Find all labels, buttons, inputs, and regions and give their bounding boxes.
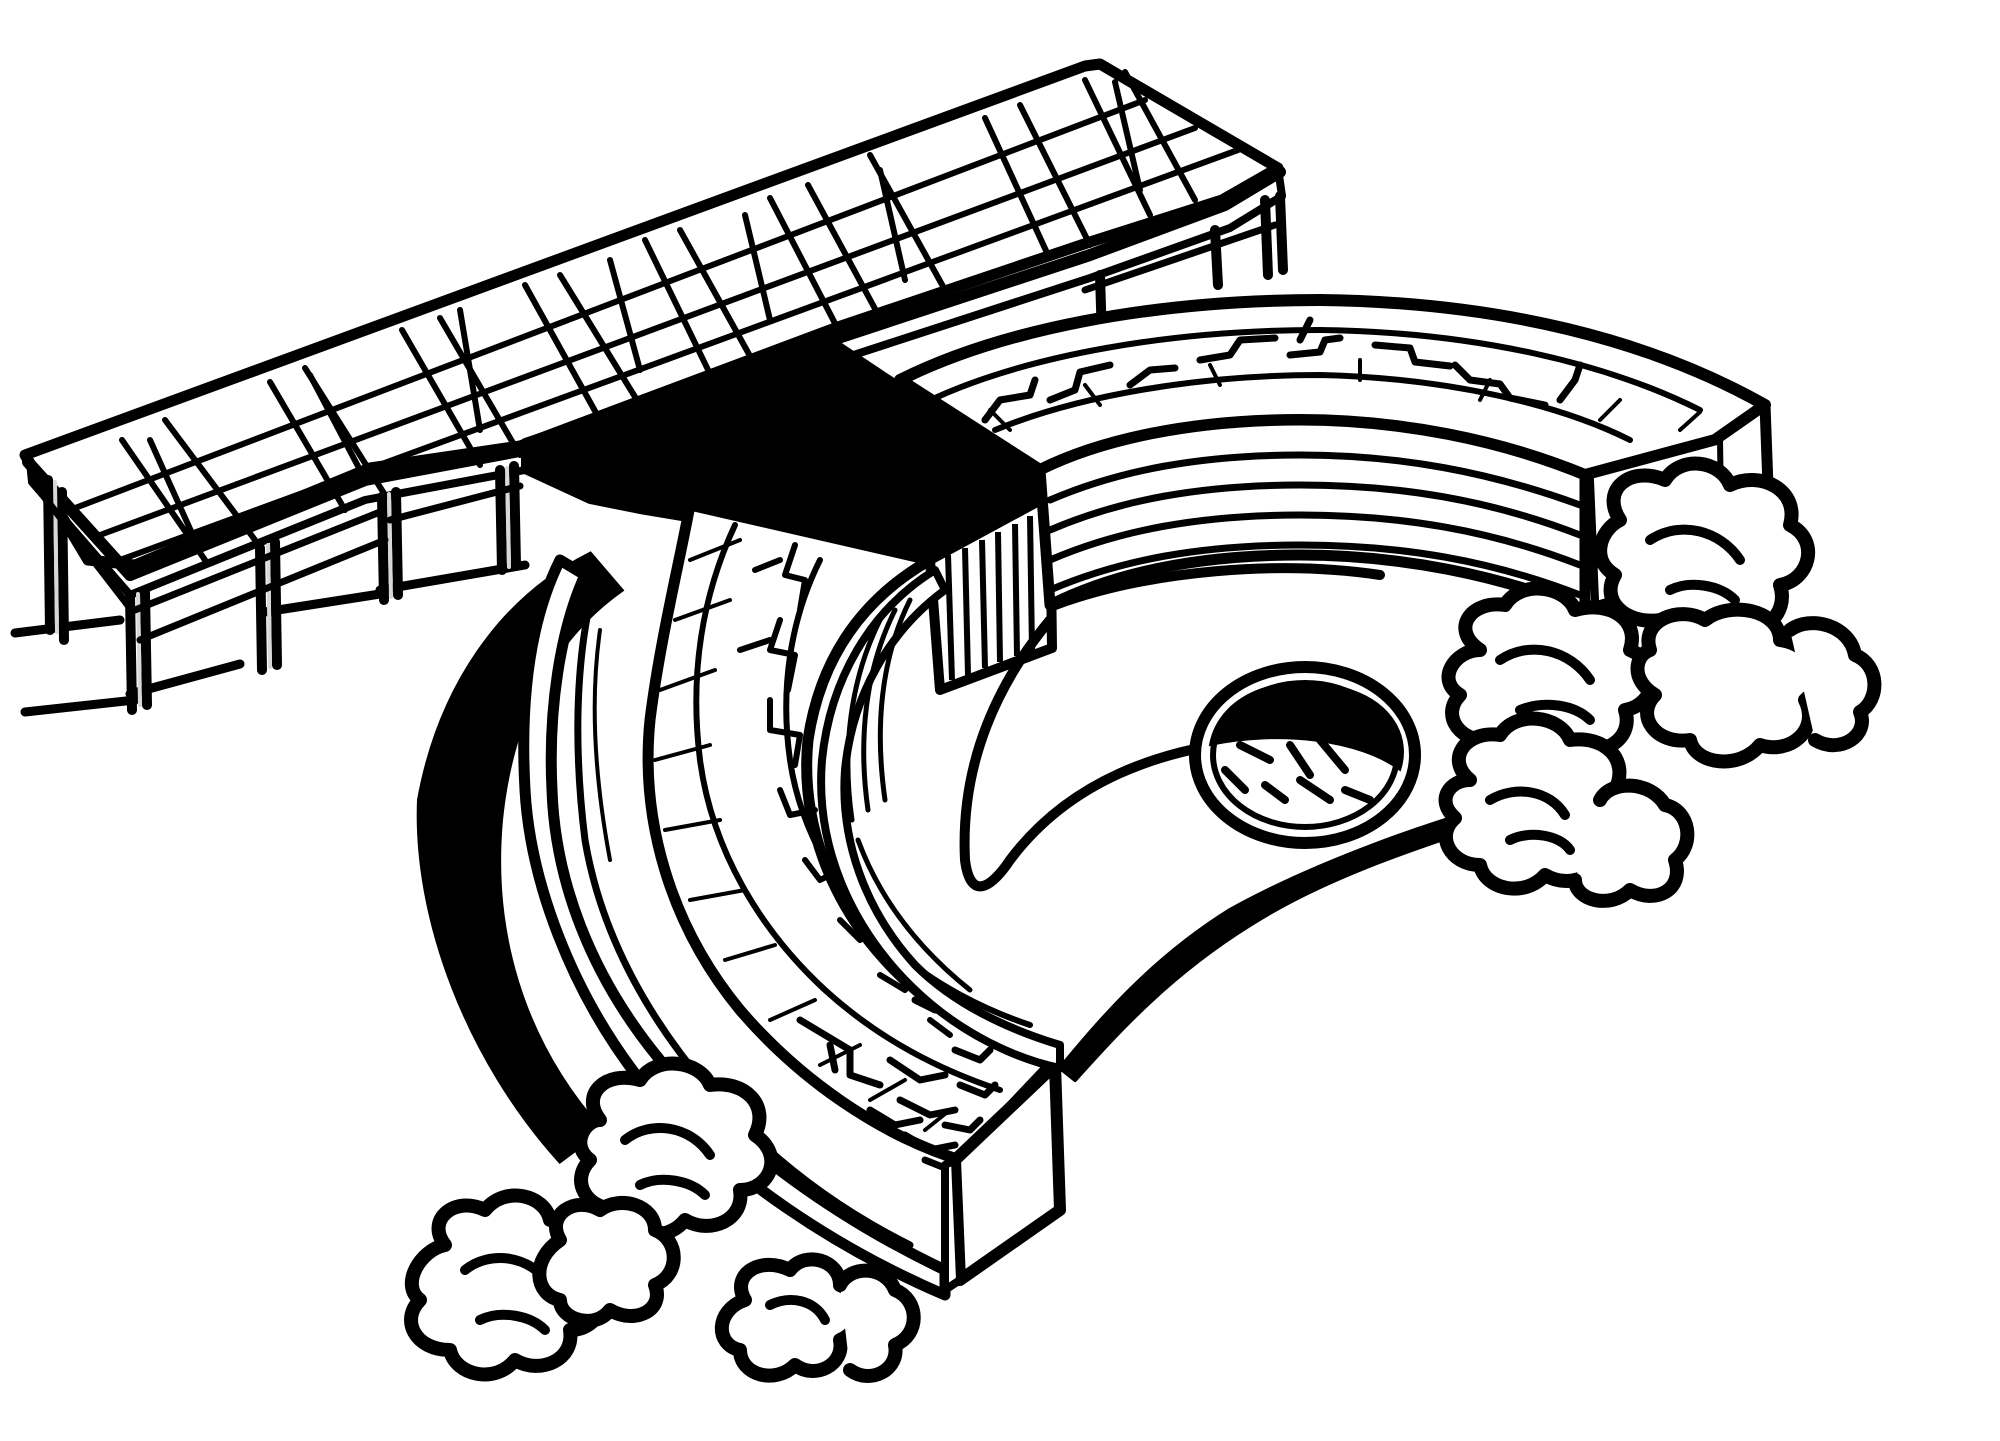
courtyard-icon (959, 563, 1421, 892)
pergola-posts (43, 191, 1288, 715)
curved-building-icon (518, 294, 1776, 1301)
connector-block (521, 336, 1059, 695)
pergola-grid (72, 69, 1241, 563)
cast-shadow (416, 551, 625, 1165)
tree-icon (404, 456, 1882, 1383)
